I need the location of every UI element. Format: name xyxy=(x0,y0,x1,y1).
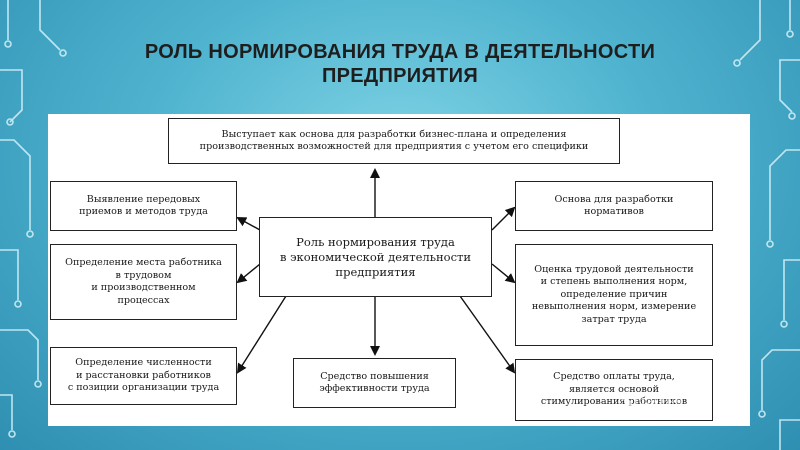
box-center: Роль нормирования труда в экономической … xyxy=(259,217,492,297)
box-right-1-text: Основа для разработки нормативов xyxy=(554,193,674,218)
watermark: Shared xyxy=(618,388,692,413)
arrow-to-right-1 xyxy=(491,206,516,231)
box-left-2-text: Определение места работника в трудовом и… xyxy=(65,257,222,306)
arrow-to-left-3 xyxy=(236,295,287,374)
arrow-to-right-2 xyxy=(491,263,516,284)
arrow-to-left-2 xyxy=(236,263,261,284)
box-right-3: Средство оплаты труда, является основой … xyxy=(515,359,713,421)
box-left-1: Выявление передовых приемов и методов тр… xyxy=(50,181,237,231)
box-bottom: Средство повышения эффективности труда xyxy=(293,358,456,408)
slide-title: РОЛЬ НОРМИРОВАНИЯ ТРУДА В ДЕЯТЕЛЬНОСТИ П… xyxy=(144,41,656,87)
box-right-3-text: Средство оплаты труда, является основой … xyxy=(540,371,688,408)
diagram-panel: Выступает как основа для разработки бизн… xyxy=(48,114,750,426)
box-right-2-text: Оценка трудовой деятельности и степень в… xyxy=(531,263,697,325)
box-top: Выступает как основа для разработки бизн… xyxy=(168,118,620,164)
box-left-3: Определение численности и расстановки ра… xyxy=(50,347,237,405)
box-right-2: Оценка трудовой деятельности и степень в… xyxy=(515,244,713,346)
box-center-text: Роль нормирования труда в экономической … xyxy=(279,234,472,279)
arrow-to-left-1 xyxy=(236,217,261,231)
arrow-to-right-3 xyxy=(459,295,516,374)
box-top-text: Выступает как основа для разработки бизн… xyxy=(199,128,589,153)
box-left-2: Определение места работника в трудовом и… xyxy=(50,244,237,320)
box-bottom-text: Средство повышения эффективности труда xyxy=(319,370,430,395)
box-left-3-text: Определение численности и расстановки ра… xyxy=(67,357,220,394)
box-right-1: Основа для разработки нормативов xyxy=(515,181,713,231)
diagram-arrows xyxy=(236,168,516,374)
box-left-1-text: Выявление передовых приемов и методов тр… xyxy=(79,193,208,218)
